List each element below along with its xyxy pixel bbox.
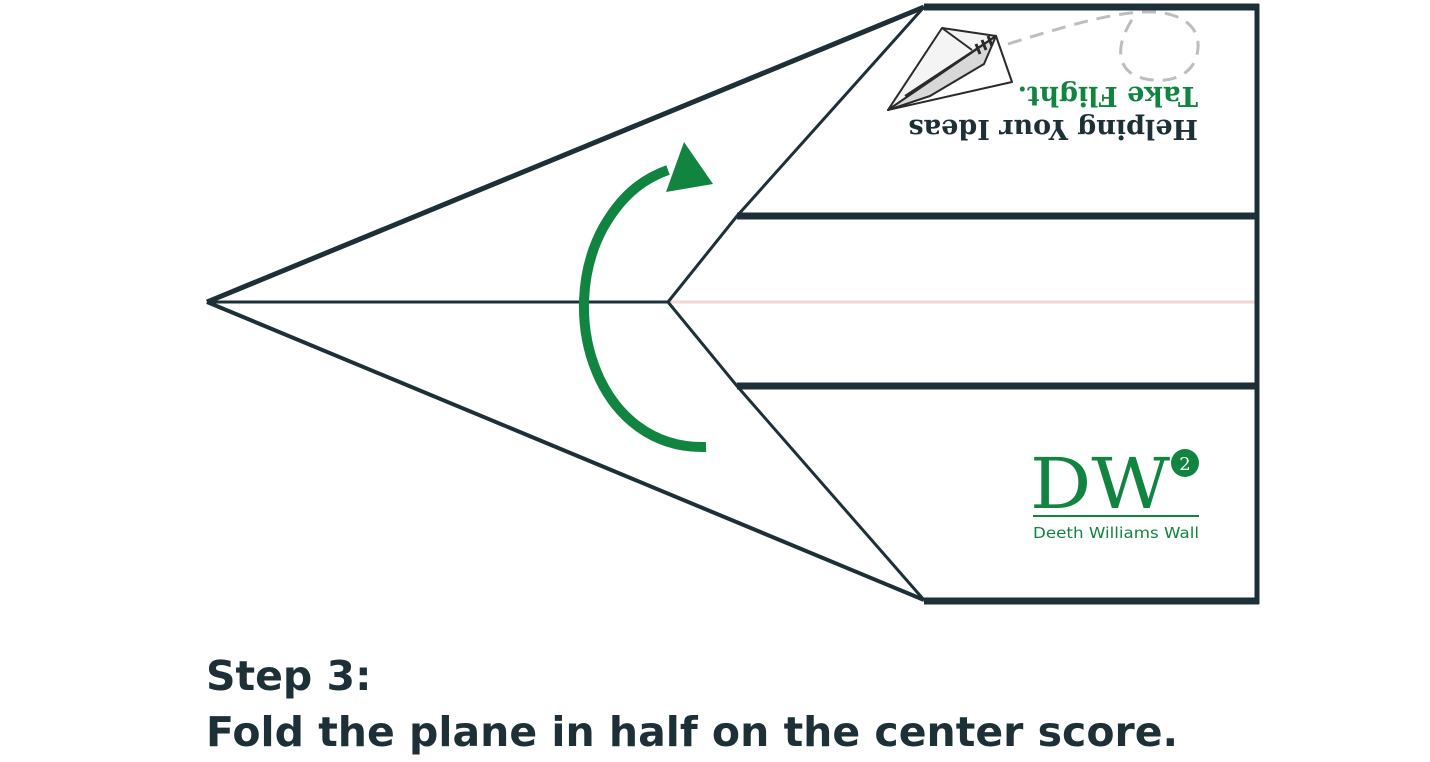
folding-diagram: Helping Your Ideas Take Flight. DW 2 Dee… <box>206 3 1260 605</box>
paper-plane-icon <box>887 27 1013 111</box>
logo-company-name: Deeth Williams Wall <box>1033 524 1199 542</box>
upper-flap-edge <box>666 5 926 303</box>
logo-monogram: DW <box>1030 443 1170 525</box>
tagline-line1: Helping Your Ideas <box>908 113 1198 144</box>
step-label: Step 3: <box>206 652 372 700</box>
lower-flap-edge <box>666 301 926 601</box>
plane-outline <box>206 3 1260 605</box>
bottom-wing-edge <box>206 300 925 602</box>
logo-superscript: 2 <box>1179 454 1190 475</box>
tagline-line2: Take Flight. <box>1018 80 1198 111</box>
step-instruction: Fold the plane in half on the center sco… <box>206 708 1179 756</box>
top-wing-edge <box>206 4 925 305</box>
company-logo: DW 2 Deeth Williams Wall <box>1030 443 1199 542</box>
curved-arrow-icon <box>578 142 713 453</box>
flight-path-dashes <box>1007 10 1200 82</box>
logo-superscript-circle <box>1171 449 1199 477</box>
